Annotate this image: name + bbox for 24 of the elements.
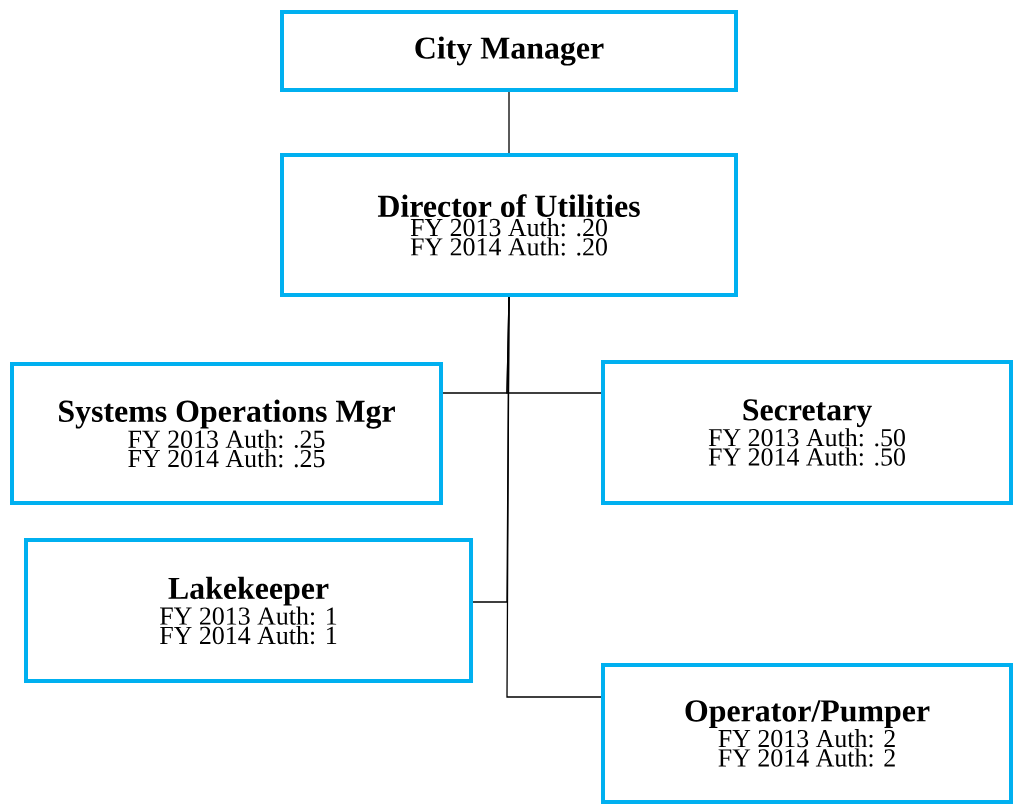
position-box bbox=[10, 362, 443, 505]
box-title: Director of Utilities bbox=[377, 194, 640, 218]
authorization-text: FY 2013 Auth: .25 bbox=[128, 429, 325, 449]
authorization-text: FY 2014 Auth: .50 bbox=[708, 447, 905, 466]
authorization-text: FY 2013 Auth: 2 bbox=[718, 729, 895, 748]
position-box bbox=[24, 538, 473, 683]
box-title: Systems Operations Mgr bbox=[59, 399, 395, 429]
box-title: Secretary bbox=[743, 399, 872, 428]
position-box bbox=[601, 360, 1013, 505]
box-title: Operator/Pumper bbox=[685, 700, 930, 729]
authorization-text: FY 2013 Auth: .20 bbox=[410, 218, 607, 237]
authorization-text: FY 2014 Auth: .25 bbox=[128, 449, 325, 468]
box-title: Lakekeeper bbox=[168, 576, 329, 606]
authorization-text: FY 2013 Auth: 1 bbox=[160, 606, 337, 625]
authorization-text: FY 2014 Auth: 1 bbox=[160, 625, 337, 645]
connector-line bbox=[508, 91, 510, 154]
position-box bbox=[280, 10, 738, 92]
position-box bbox=[280, 153, 738, 297]
connector-line bbox=[506, 296, 602, 698]
authorization-text: FY 2013 Auth: .50 bbox=[708, 428, 905, 447]
position-box bbox=[601, 663, 1013, 804]
box-title: City Manager bbox=[415, 36, 604, 66]
authorization-text: FY 2014 Auth: .20 bbox=[410, 237, 607, 256]
authorization-text: FY 2014 Auth: 2 bbox=[718, 748, 895, 767]
